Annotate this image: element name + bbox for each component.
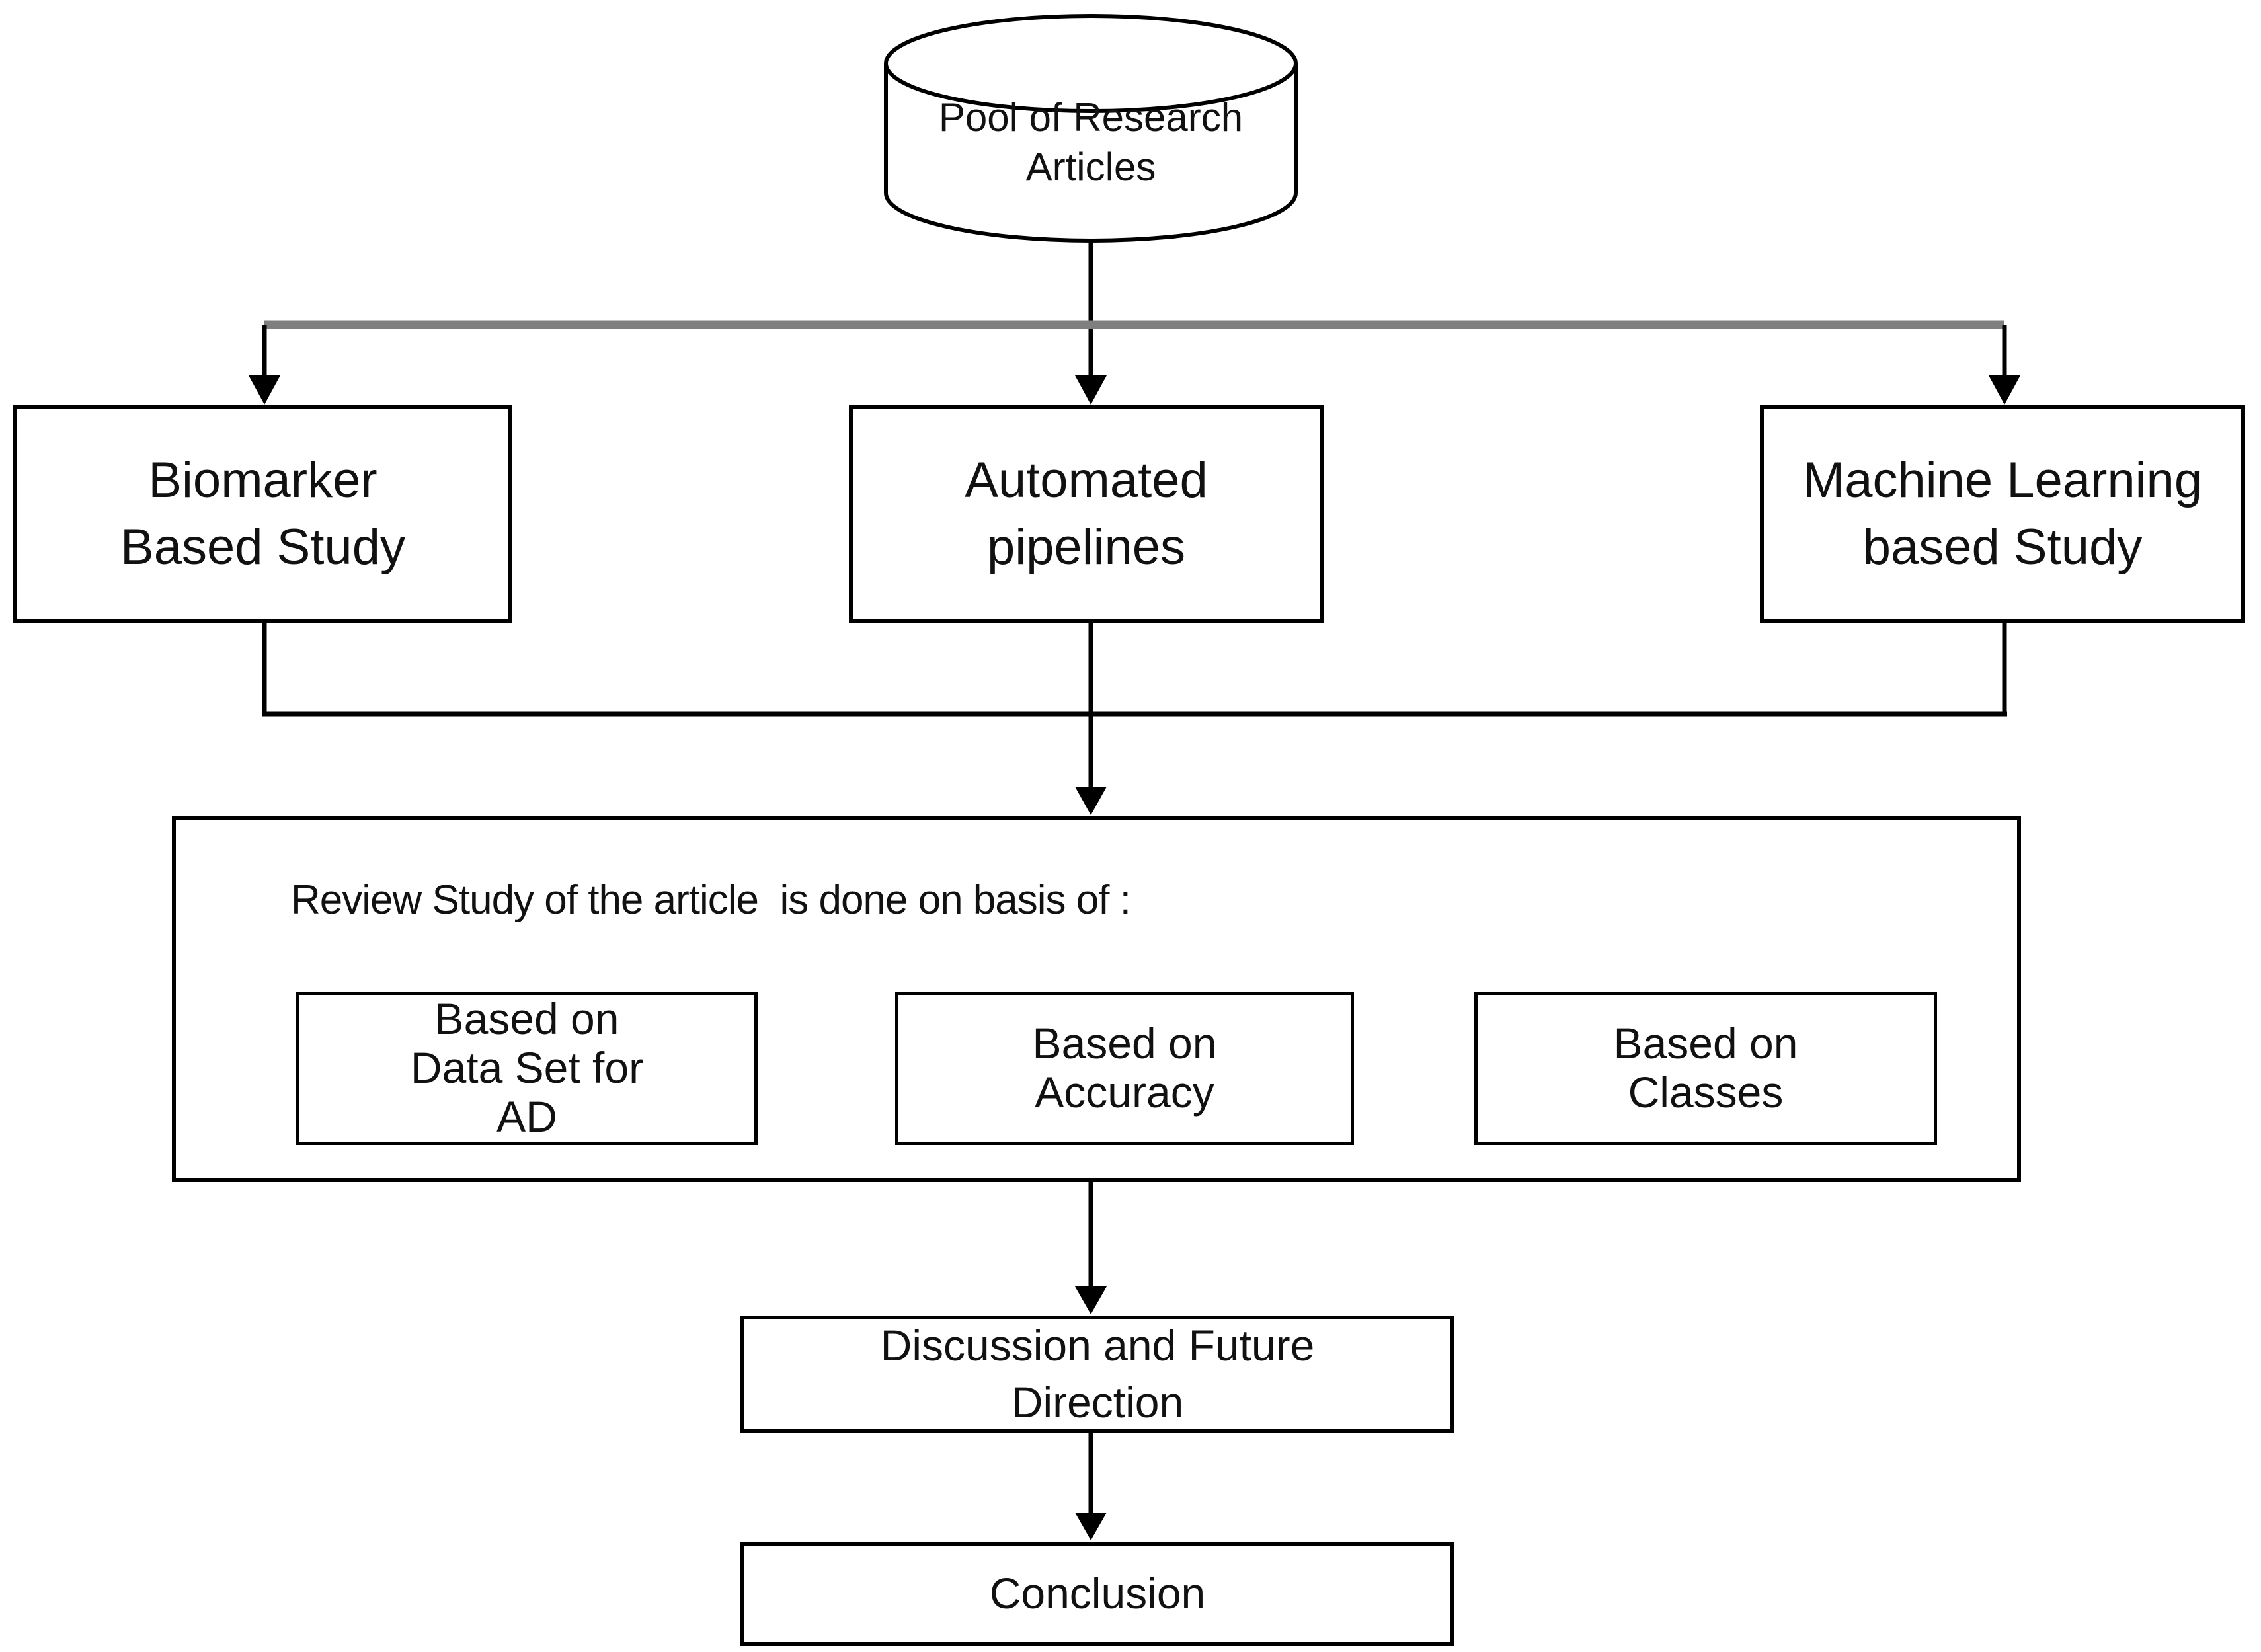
node-label-line: Discussion and Future: [880, 1321, 1315, 1370]
node-label-line: Direction: [1011, 1378, 1184, 1427]
pool-cylinder-top: [884, 14, 1298, 113]
node-automated-pipelines: Automated pipelines: [849, 405, 1324, 623]
node-label-line: Based on: [1613, 1019, 1798, 1068]
arrow-down-center-icon: [1075, 375, 1107, 405]
review-study-title: Review Study of the article is done on b…: [291, 877, 1131, 923]
node-label-line: Conclusion: [989, 1569, 1206, 1618]
arrow-into-conclusion-icon: [1075, 1513, 1107, 1540]
node-label-line: Based Study: [120, 518, 405, 575]
pool-cylinder-body: [884, 63, 1298, 243]
node-based-on-accuracy: Based on Accuracy: [895, 992, 1354, 1145]
node-biomarker-based-study: Biomarker Based Study: [13, 405, 512, 623]
node-label-line: Machine Learning: [1802, 452, 2203, 509]
node-label-line: AD: [496, 1091, 557, 1141]
node-discussion-future-direction: Discussion and Future Direction: [740, 1316, 1454, 1433]
pool-label-line2: Articles: [1025, 145, 1156, 189]
arrow-into-review-icon: [1075, 787, 1107, 815]
node-label-line: Data Set for: [410, 1043, 644, 1093]
node-based-on-classes: Based on Classes: [1474, 992, 1937, 1145]
node-label-line: Automated: [965, 452, 1208, 509]
arrow-down-right-icon: [1989, 375, 2020, 405]
node-based-on-dataset: Based on Data Set for AD: [296, 992, 758, 1145]
node-label-line: pipelines: [987, 518, 1185, 575]
node-label-line: Accuracy: [1035, 1068, 1214, 1117]
arrow-into-discussion-icon: [1075, 1286, 1107, 1314]
pool-label-line1: Pool of Research: [938, 95, 1244, 139]
node-label-line: based Study: [1862, 518, 2143, 575]
node-conclusion: Conclusion: [740, 1542, 1454, 1646]
node-pool-label: Pool of Research Articles: [886, 93, 1296, 192]
node-label-line: Based on: [434, 994, 619, 1044]
node-label-line: Classes: [1628, 1068, 1784, 1117]
node-label-line: Biomarker: [148, 452, 377, 509]
node-machine-learning-based-study: Machine Learning based Study: [1760, 405, 2245, 623]
node-label-line: Based on: [1032, 1019, 1217, 1068]
arrow-down-left-icon: [249, 375, 280, 405]
